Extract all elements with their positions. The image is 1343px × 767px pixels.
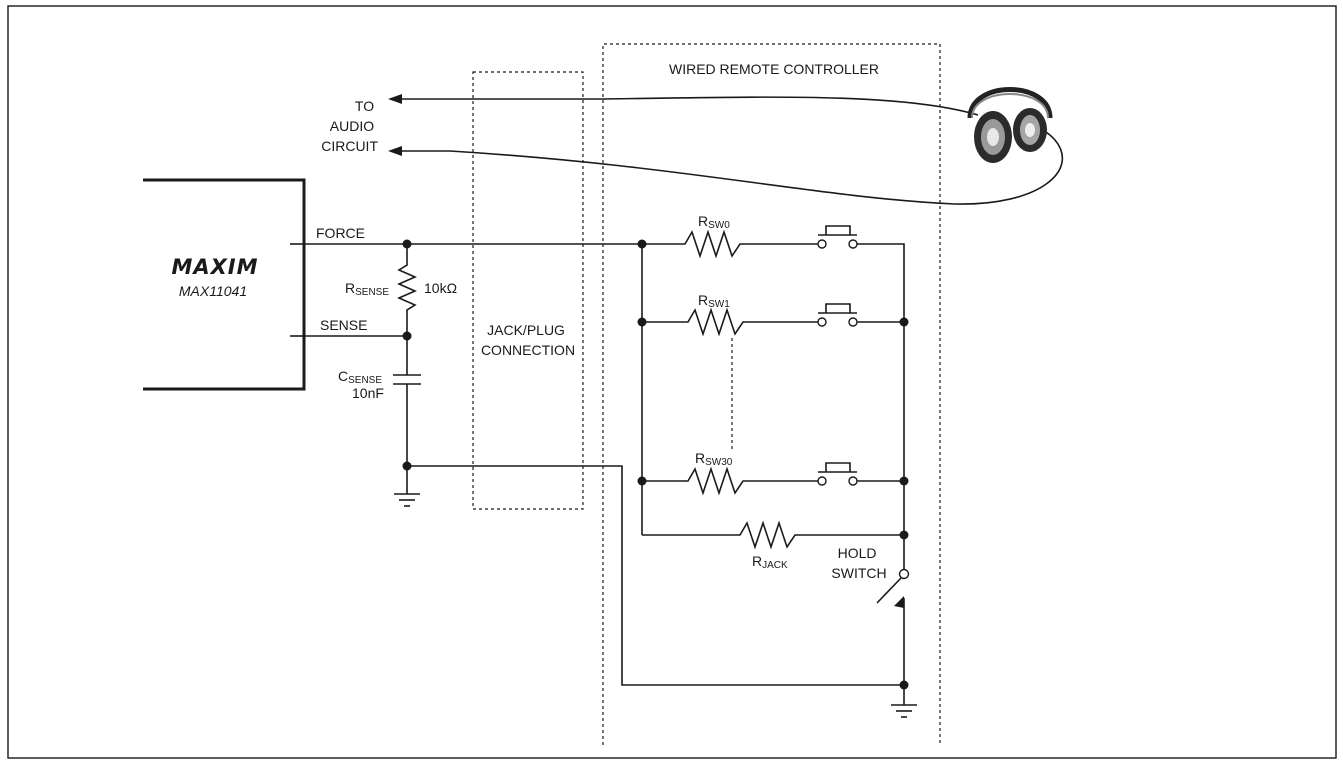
r-jack-label: RJACK: [752, 553, 788, 571]
remote-controller-box: [602, 43, 941, 745]
headphones-icon: [967, 87, 1053, 163]
r-sw30-label: RSW30: [695, 450, 733, 468]
outer-frame: [7, 5, 1337, 759]
right-rail: [853, 243, 905, 570]
c-sense-label: CSENSE: [338, 368, 382, 386]
audio-circuit-label: TO AUDIO CIRCUIT: [321, 98, 378, 154]
hold-switch-label: HOLD SWITCH: [831, 545, 886, 581]
r-sw1-label: RSW1: [698, 292, 730, 310]
headphone-cable-top: [599, 96, 979, 116]
hold-switch-arrow: [894, 596, 904, 608]
rsw1-junction-right: [899, 317, 909, 327]
remote-title: WIRED REMOTE CONTROLLER: [669, 61, 879, 77]
jack-plug-box: [472, 71, 584, 510]
r-sense-label: RSENSE: [345, 280, 389, 298]
force-pin-label: FORCE: [316, 225, 365, 241]
jack-label: JACK/PLUG CONNECTION: [481, 322, 575, 358]
rjack-junction: [899, 530, 909, 540]
r-sw0-resistor: [642, 229, 820, 259]
switch-sw0-icon: [817, 225, 858, 249]
switch-sw1-icon: [817, 303, 858, 327]
return-wire: [407, 465, 904, 686]
chip-logo: MAXIM: [171, 255, 258, 279]
c-sense-value: 10nF: [352, 385, 384, 401]
r-sw0-label: RSW0: [698, 213, 730, 231]
chip-part-number: MAX11041: [179, 283, 247, 299]
hold-switch-blade: [876, 577, 902, 604]
r-jack-resistor: [642, 520, 904, 550]
headphone-cable-bottom: [449, 127, 1064, 205]
ground-icon: [394, 493, 420, 507]
r-sense-value: 10kΩ: [424, 280, 457, 296]
r-sense-resistor: [397, 244, 417, 336]
switch-sw30-icon: [817, 462, 858, 486]
chip-box: MAXIM MAX11041: [143, 178, 306, 391]
ground-icon: [891, 704, 917, 718]
r-sw1-resistor: [642, 307, 818, 337]
rsw30-junction-right: [899, 476, 909, 486]
hold-switch-contact: [898, 568, 910, 580]
sense-pin-label: SENSE: [320, 317, 367, 333]
r-sw30-resistor: [642, 466, 818, 496]
